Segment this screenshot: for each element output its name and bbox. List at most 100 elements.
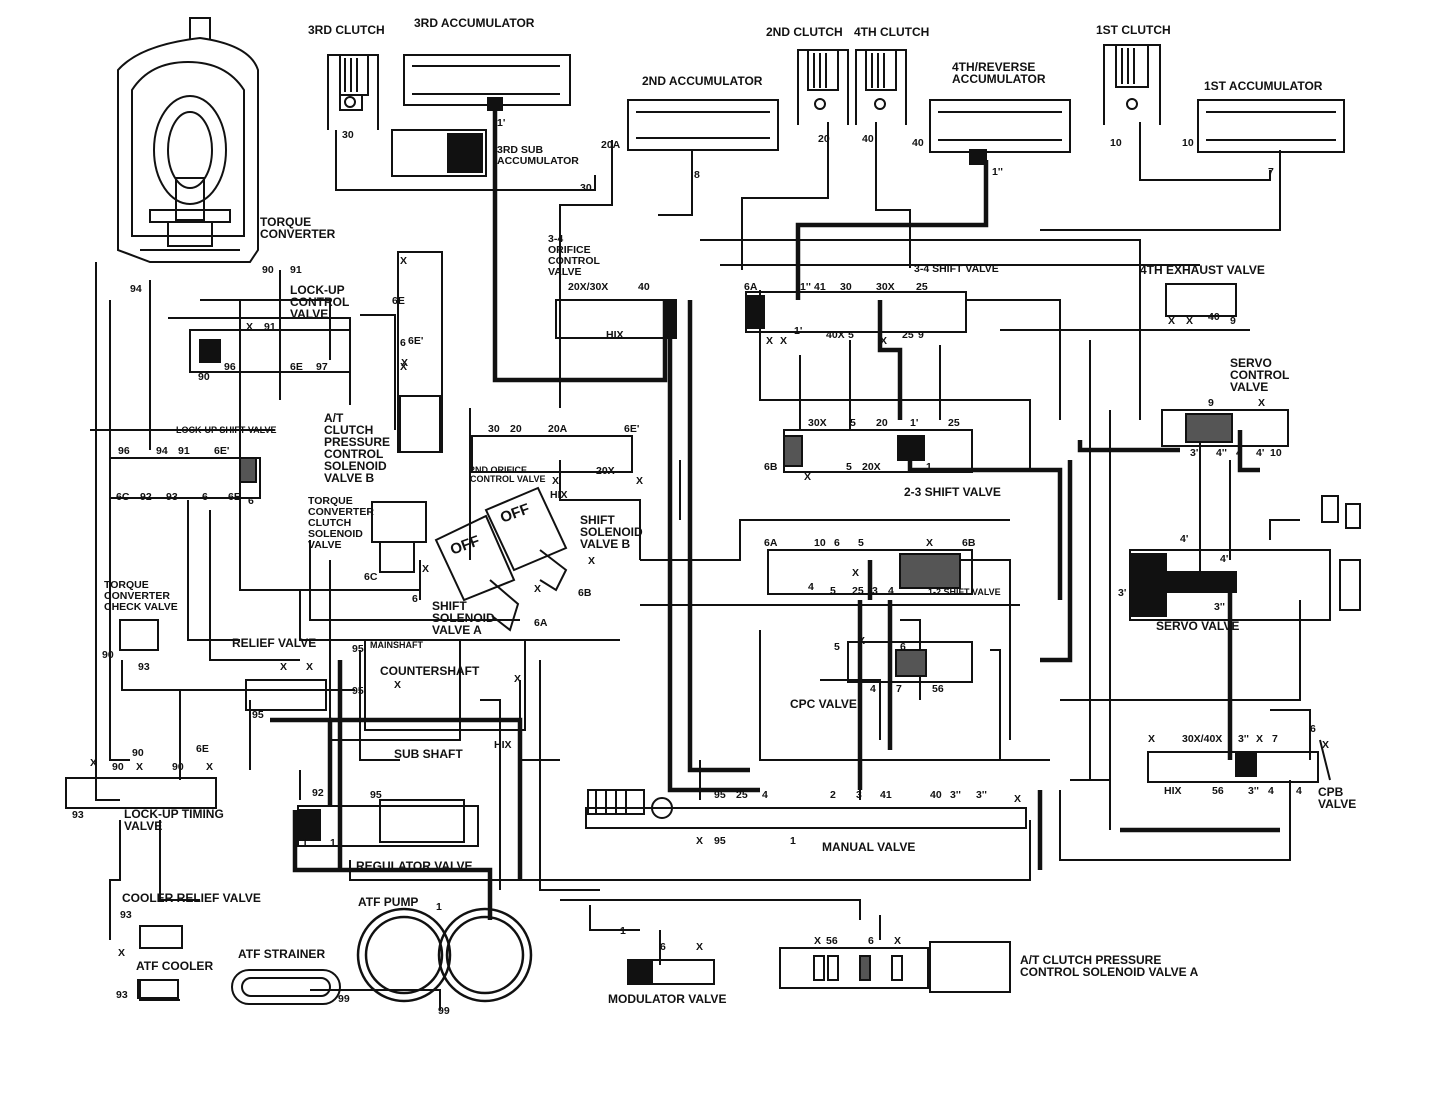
port-number: 6E <box>392 295 405 307</box>
second-accumulator <box>627 99 779 151</box>
lockup-timing-valve-label: LOCK-UP TIMING VALVE <box>124 807 224 833</box>
port-number: X <box>894 935 902 947</box>
port-number: 25 <box>852 585 864 597</box>
port-number: 4 <box>762 789 768 801</box>
port-number: 93 <box>120 909 132 921</box>
port-number: 3'' <box>1238 733 1249 745</box>
port-number: 90 <box>198 371 210 383</box>
port-number: 93 <box>116 989 128 1001</box>
lockup-timing-valve <box>65 777 217 809</box>
cpb-valve-label: CPB VALVE <box>1318 785 1357 811</box>
port-number: 6B <box>764 461 778 473</box>
atf-strainer-label: ATF STRAINER <box>238 947 326 961</box>
port-number: 4 <box>1268 785 1274 797</box>
port-number: 6 <box>248 495 254 507</box>
port-number: X <box>804 471 812 483</box>
port-number: 4'' <box>1216 447 1227 459</box>
port-number: 7 <box>1268 166 1274 178</box>
lockup-control-valve-label: LOCK-UP CONTROL VALVE <box>290 283 350 321</box>
port-number: 4 <box>1296 785 1302 797</box>
port-number: 1'' <box>992 166 1003 178</box>
port-number: 9 <box>918 329 924 341</box>
shift-solenoid-b <box>484 486 568 592</box>
port-number: X <box>766 335 774 347</box>
port-number: 6 <box>660 941 666 953</box>
third-sub-accumulator <box>391 129 487 177</box>
fourth-clutch <box>855 49 907 125</box>
second-clutch-label: 2ND CLUTCH <box>766 25 843 39</box>
port-number: 56 <box>1212 785 1224 797</box>
port-number: 1' <box>497 117 506 129</box>
cpc-valve <box>847 641 973 683</box>
orifice-control-valve-2nd <box>471 435 633 473</box>
port-number: 6C <box>116 491 130 503</box>
port-number: X <box>306 661 314 673</box>
port-number: 94 <box>130 283 142 295</box>
port-number: 95 <box>252 709 264 721</box>
port-number: 10 <box>1270 447 1282 459</box>
port-number: 4' <box>1256 447 1265 459</box>
tc-clutch-solenoid-label: TORQUE CONVERTER CLUTCH SOLENOID VALVE <box>308 495 374 551</box>
port-number: 99 <box>438 1005 450 1017</box>
port-number: 95 <box>352 643 364 655</box>
port-number: 40 <box>638 281 650 293</box>
port-number: X <box>534 583 542 595</box>
port-number: 25 <box>948 417 960 429</box>
port-number: X <box>880 335 888 347</box>
port-number: 90 <box>102 649 114 661</box>
fourth-exhaust-valve <box>1165 283 1237 317</box>
port-number: 6A <box>534 617 548 629</box>
port-number: 1 <box>620 925 626 937</box>
port-number: 6E' <box>214 445 230 457</box>
port-number: 8 <box>694 169 700 181</box>
port-number: 95 <box>352 685 364 697</box>
port-number: 99 <box>338 993 350 1005</box>
port-number: 1 <box>436 901 442 913</box>
port-number: X <box>814 935 822 947</box>
port-number: 6B <box>578 587 592 599</box>
port-number: 1 <box>790 835 796 847</box>
port-number: 2 <box>830 789 836 801</box>
orifice-34-label: 3-4 ORIFICE CONTROL VALVE <box>548 233 600 278</box>
port-number: X <box>514 673 522 685</box>
port-number: X <box>280 661 288 673</box>
port-number: 2 <box>664 329 670 341</box>
port-number: 56 <box>932 683 944 695</box>
port-number: X <box>118 947 126 959</box>
port-number: 5 <box>846 461 852 473</box>
port-number: 7 <box>1272 733 1278 745</box>
countershaft-ports <box>364 639 526 731</box>
port-number: 4 <box>888 585 894 597</box>
port-number: X <box>90 757 98 769</box>
atf-strainer <box>231 969 341 1005</box>
port-number: 1 <box>330 837 336 849</box>
port-number: 10 <box>1110 137 1122 149</box>
port-number: X <box>926 537 934 549</box>
port-number: 10 <box>814 537 826 549</box>
port-number: X <box>696 941 704 953</box>
shift-valve-34-label: 3-4 SHIFT VALVE <box>914 263 999 275</box>
port-number: 1' <box>910 417 919 429</box>
modulator-valve-label: MODULATOR VALVE <box>608 992 727 1006</box>
orifice-2nd-label: 2ND ORIFICE CONTROL VALVE <box>470 465 546 484</box>
mainshaft-label: MAINSHAFT <box>370 640 423 650</box>
port-number: X <box>400 255 408 267</box>
port-number: 4 <box>808 581 814 593</box>
solenoid-a-body <box>779 947 929 989</box>
port-number: 6E <box>228 491 241 503</box>
port-number: 91 <box>178 445 190 457</box>
port-number: 10 <box>1182 137 1194 149</box>
port-number: 6 <box>202 491 208 503</box>
servo-valve <box>1129 549 1331 621</box>
port-number: 20A <box>601 139 621 151</box>
port-number: 90 <box>262 264 274 276</box>
port-number: 4 <box>1236 447 1242 459</box>
subshaft-block <box>379 799 465 843</box>
port-number: HIX <box>1164 785 1182 797</box>
shift-valve-12-label: 1-2 SHIFT VALVE <box>928 587 1001 597</box>
lockup-shift-valve-label: LOCK-UP SHIFT VALVE <box>176 425 277 435</box>
relief-valve-body <box>245 679 327 711</box>
port-number: X <box>852 567 860 579</box>
port-number: 92 <box>140 491 152 503</box>
port-number: X <box>136 761 144 773</box>
